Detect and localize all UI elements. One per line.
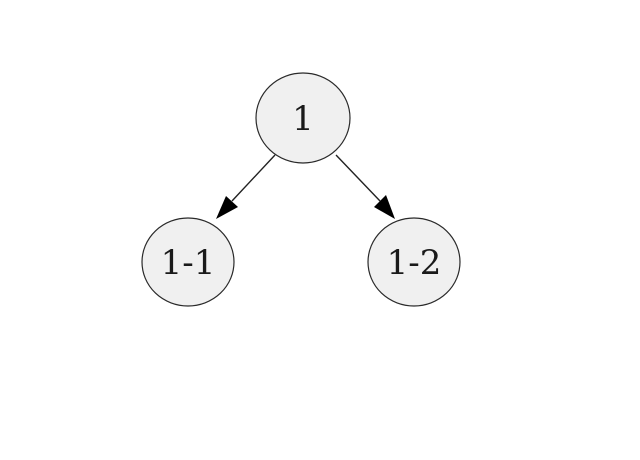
node-right-shape [367, 217, 461, 307]
node-root-label: 1 [292, 99, 314, 139]
arrow-head-icon [374, 195, 395, 219]
node-right: 1-2 [367, 217, 461, 307]
edge-line [231, 154, 276, 202]
node-left-label: 1-1 [161, 243, 216, 283]
node-root: 1 [255, 72, 351, 164]
node-left-shape [141, 217, 235, 307]
node-right-label: 1-2 [387, 243, 442, 283]
node-root-shape [255, 72, 351, 164]
node-left: 1-1 [141, 217, 235, 307]
edge-root-to-right [335, 154, 395, 219]
edge-root-to-left [216, 154, 276, 219]
arrow-head-icon [216, 196, 238, 219]
edge-line [335, 154, 381, 202]
